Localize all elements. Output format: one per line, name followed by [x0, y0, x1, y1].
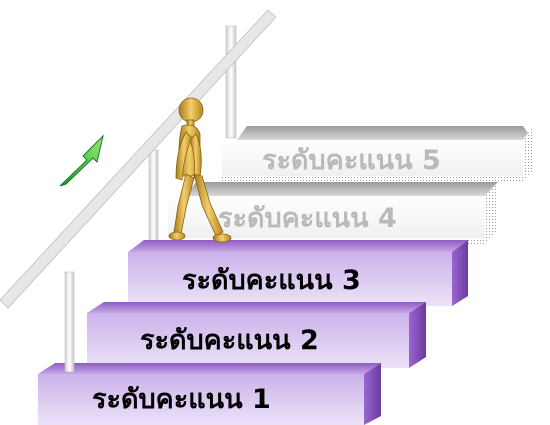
step-3-label: ระดับคะแนน 3 — [182, 267, 361, 294]
step-1-label: ระดับคะแนน 1 — [92, 386, 271, 413]
handrail-post — [226, 26, 236, 138]
handrail-post — [149, 150, 158, 252]
handrail-post — [65, 272, 74, 372]
step-2-side — [409, 302, 426, 368]
step-3-top — [128, 240, 468, 252]
step-5-label: ระดับคะแนน 5 — [262, 147, 441, 174]
step-2-label: ระดับคะแนน 2 — [140, 327, 319, 354]
step-4-label: ระดับคะแนน 4 — [218, 205, 397, 232]
step-2-top — [87, 302, 426, 313]
up-right-arrow-icon — [60, 136, 103, 186]
step-5-shadow — [222, 176, 523, 182]
step-4-top — [186, 182, 498, 196]
step-1-top — [38, 363, 381, 374]
step-5-top — [237, 126, 533, 140]
